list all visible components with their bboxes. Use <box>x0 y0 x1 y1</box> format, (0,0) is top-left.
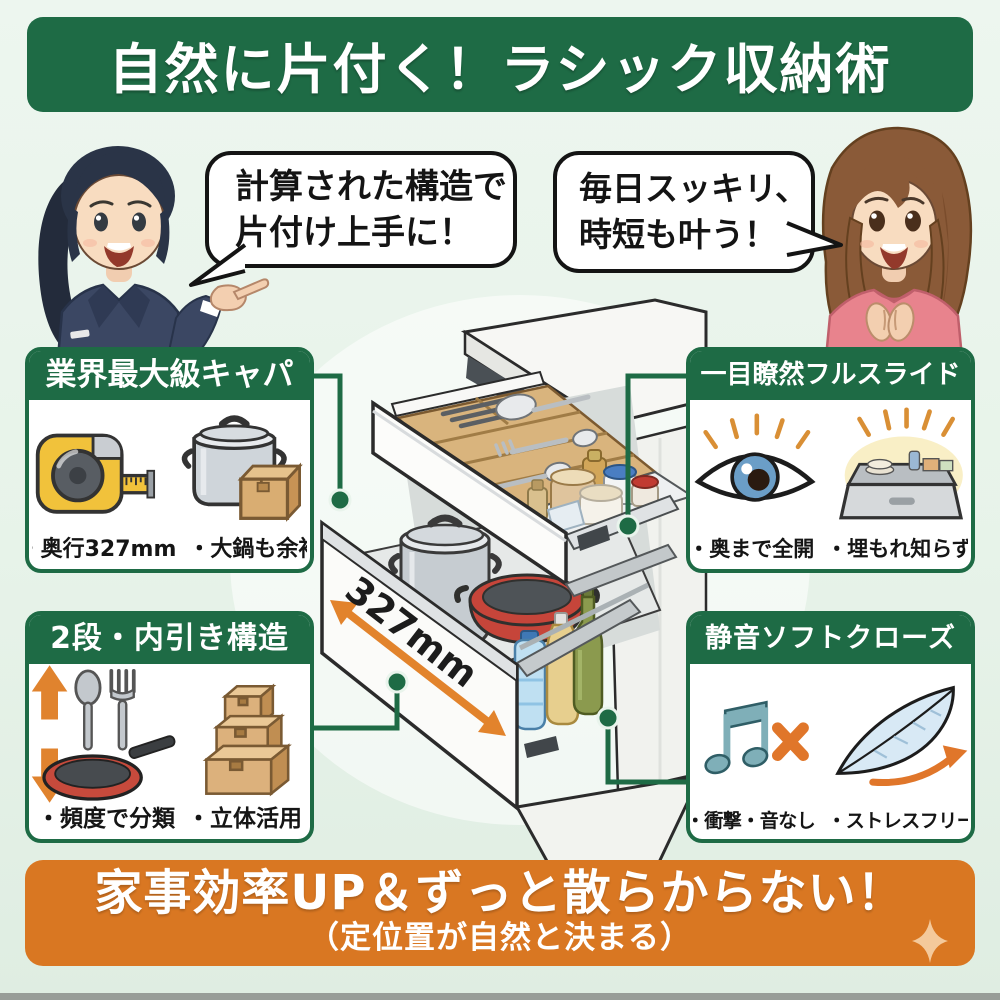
connector-capacity <box>312 373 343 500</box>
feature-point: ・奥まで全開 <box>693 537 815 561</box>
water-bottle <box>513 630 547 731</box>
bubble-line: 片付け上手に！ <box>235 212 473 253</box>
stacked-boxes-icon <box>202 683 292 797</box>
bubble-tail-left <box>189 243 247 287</box>
feature-point: ・ストレスフリー <box>827 810 968 832</box>
feature-point: ・奥行327mm <box>32 537 177 562</box>
bottom-banner-line2: （定位置が自然と決まる） <box>308 919 692 956</box>
bubble-line: 計算された構造で <box>235 167 507 207</box>
kitchen-drawer-illustration: 327mm <box>320 298 708 901</box>
feature-box-two-tier: 2段・内引き構造 <box>25 611 314 843</box>
measuring-tape-icon <box>35 433 155 514</box>
bubble-tail-right <box>786 221 843 257</box>
title-banner: 自然に片付く！ラシック収納術 <box>27 17 973 112</box>
bottom-banner: 家事効率UP＆ずっと散らからない！ （定位置が自然と決まる） <box>25 860 975 966</box>
muted-note-icon <box>704 700 809 775</box>
frying-pan-icon <box>42 735 176 801</box>
spice-jars <box>527 449 659 535</box>
wine-bottle <box>572 584 604 716</box>
eye-icon <box>693 413 816 502</box>
speech-bubble-left: 計算された構造で 片付け上手に！ <box>189 151 517 287</box>
dimension-label: 327mm <box>337 568 486 696</box>
callout-connectors <box>312 373 688 785</box>
top-drawer-front <box>371 399 568 588</box>
connector-soft-close <box>605 718 688 785</box>
cutlery-tray <box>395 384 658 520</box>
feature-box-full-slide: 一目瞭然フルスライド <box>686 347 975 573</box>
open-drawer-glow-icon <box>838 407 963 520</box>
spoon-fork-icon <box>74 668 136 751</box>
dimension-arrow: 327mm <box>330 568 506 736</box>
bubble-line: 時短も叶う！ <box>579 214 777 254</box>
oil-bottle <box>545 612 580 726</box>
feature-point: ・埋もれ知らず <box>826 537 968 561</box>
feature-box-capacity: 業界最大級キャパ <box>25 347 314 573</box>
feature-title: 静音ソフトクローズ <box>690 615 971 664</box>
stock-pot <box>388 514 502 645</box>
top-drawer <box>371 370 695 598</box>
red-pot <box>454 573 600 645</box>
countertop <box>460 298 708 426</box>
title-text: 自然に片付く！ラシック収納術 <box>108 38 892 101</box>
sparkle-icon <box>912 919 948 963</box>
delighted-woman-character <box>821 126 973 360</box>
stockpot-and-box-icon <box>181 415 303 522</box>
bottom-edge-strip <box>0 993 1000 1000</box>
bottom-banner-line1: 家事効率UP＆ずっと散らからない！ <box>94 865 906 921</box>
feather-swoosh-icon <box>835 685 968 787</box>
feature-title: 一目瞭然フルスライド <box>690 351 971 400</box>
cutlery <box>440 393 598 490</box>
feature-title: 業界最大級キャパ <box>29 351 310 400</box>
feature-point: ・衝撃・音なし <box>693 810 816 832</box>
feature-title: 2段・内引き構造 <box>29 615 310 664</box>
speech-bubble-right: 毎日スッキリ、 時短も叶う！ <box>553 151 843 273</box>
feature-box-soft-close: 静音ソフトクローズ ・衝撃・音なし ・ストレス <box>686 611 975 843</box>
sorting-utensils-icon <box>31 665 176 803</box>
feature-point: ・立体活用 <box>187 806 302 832</box>
x-mark <box>771 722 809 762</box>
feature-point: ・大鍋も余裕 <box>188 537 307 562</box>
connector-two-tier <box>312 682 400 731</box>
bottom-drawer: 327mm <box>320 498 703 901</box>
bubble-line: 毎日スッキリ、 <box>579 169 809 208</box>
connector-full-slide <box>625 373 688 526</box>
feature-point: ・頻度で分類 <box>37 806 175 832</box>
bottom-drawer-front <box>320 519 519 812</box>
